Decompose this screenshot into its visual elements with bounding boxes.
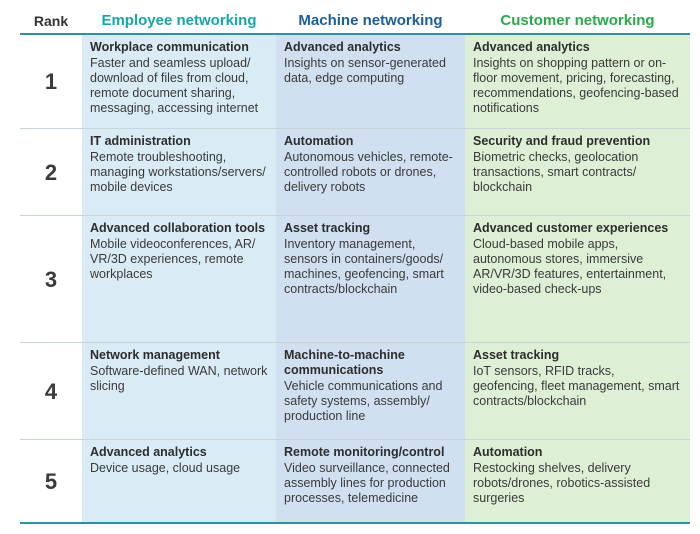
table-row: 5 Advanced analytics Device usage, cloud…	[20, 439, 690, 524]
cell-title: Advanced collaboration tools	[90, 221, 266, 235]
cell-title: Advanced analytics	[90, 445, 207, 459]
header-employee-networking: Employee networking	[82, 8, 276, 35]
employee-cell: Advanced collaboration tools Mobile vide…	[82, 215, 276, 343]
cell-description: Video surveillance, connected assembly l…	[284, 461, 450, 505]
employee-cell: Workplace communication Faster and seaml…	[82, 34, 276, 129]
rank-number: 2	[20, 128, 82, 216]
machine-cell: Asset tracking Inventory management, sen…	[276, 215, 465, 343]
header-machine-networking: Machine networking	[276, 8, 465, 35]
employee-cell: IT administration Remote troubleshooting…	[82, 128, 276, 216]
cell-description: Insights on sensor-generated data, edge …	[284, 56, 446, 85]
cell-description: Faster and seamless upload/ download of …	[90, 56, 259, 115]
employee-cell: Advanced analytics Device usage, cloud u…	[82, 439, 276, 524]
cell-description: Mobile videoconferences, AR/ VR/3D exper…	[90, 237, 256, 281]
rank-number: 1	[20, 34, 82, 129]
rank-number: 3	[20, 215, 82, 343]
cell-description: Insights on shopping pattern or on-floor…	[473, 56, 679, 115]
cell-description: Software-defined WAN, network slicing	[90, 364, 268, 393]
cell-title: Remote monitoring/control	[284, 445, 445, 459]
cell-description: IoT sensors, RFID tracks, geofencing, fl…	[473, 364, 680, 408]
cell-title: Advanced analytics	[473, 40, 590, 54]
table-row: 2 IT administration Remote troubleshooti…	[20, 128, 690, 216]
table-row: 4 Network management Software-defined WA…	[20, 342, 690, 440]
cell-description: Restocking shelves, delivery robots/dron…	[473, 461, 651, 505]
cell-title: Network management	[90, 348, 220, 362]
cell-title: Automation	[473, 445, 543, 459]
customer-cell: Advanced analytics Insights on shopping …	[465, 34, 690, 129]
machine-cell: Machine-to-machine communications Vehicl…	[276, 342, 465, 440]
rank-number: 5	[20, 439, 82, 524]
cell-description: Autonomous vehicles, remote-controlled r…	[284, 150, 453, 194]
cell-title: Machine-to-machine communications	[284, 348, 405, 377]
machine-cell: Advanced analytics Insights on sensor-ge…	[276, 34, 465, 129]
cell-title: Advanced analytics	[284, 40, 401, 54]
cell-title: Asset tracking	[473, 348, 560, 362]
table-row: 3 Advanced collaboration tools Mobile vi…	[20, 215, 690, 343]
table-row: 1 Workplace communication Faster and sea…	[20, 34, 690, 129]
cell-description: Vehicle communications and safety system…	[284, 379, 443, 423]
cell-title: Asset tracking	[284, 221, 371, 235]
cell-title: Security and fraud prevention	[473, 134, 651, 148]
cell-title: Automation	[284, 134, 354, 148]
networking-use-case-table: Rank Employee networking Machine network…	[20, 8, 690, 524]
header-row: Rank Employee networking Machine network…	[20, 8, 690, 35]
header-rank: Rank	[20, 8, 82, 35]
header-customer-networking: Customer networking	[465, 8, 690, 35]
cell-description: Inventory management, sensors in contain…	[284, 237, 444, 296]
machine-cell: Remote monitoring/control Video surveill…	[276, 439, 465, 524]
customer-cell: Advanced customer experiences Cloud-base…	[465, 215, 690, 343]
employee-cell: Network management Software-defined WAN,…	[82, 342, 276, 440]
machine-cell: Automation Autonomous vehicles, remote-c…	[276, 128, 465, 216]
cell-title: IT administration	[90, 134, 191, 148]
cell-description: Remote troubleshooting, managing worksta…	[90, 150, 266, 194]
cell-title: Workplace communication	[90, 40, 249, 54]
customer-cell: Automation Restocking shelves, delivery …	[465, 439, 690, 524]
rank-number: 4	[20, 342, 82, 440]
cell-title: Advanced customer experiences	[473, 221, 669, 235]
cell-description: Cloud-based mobile apps, autonomous stor…	[473, 237, 667, 296]
customer-cell: Asset tracking IoT sensors, RFID tracks,…	[465, 342, 690, 440]
cell-description: Device usage, cloud usage	[90, 461, 241, 475]
customer-cell: Security and fraud prevention Biometric …	[465, 128, 690, 216]
cell-description: Biometric checks, geolocation transactio…	[473, 150, 639, 194]
